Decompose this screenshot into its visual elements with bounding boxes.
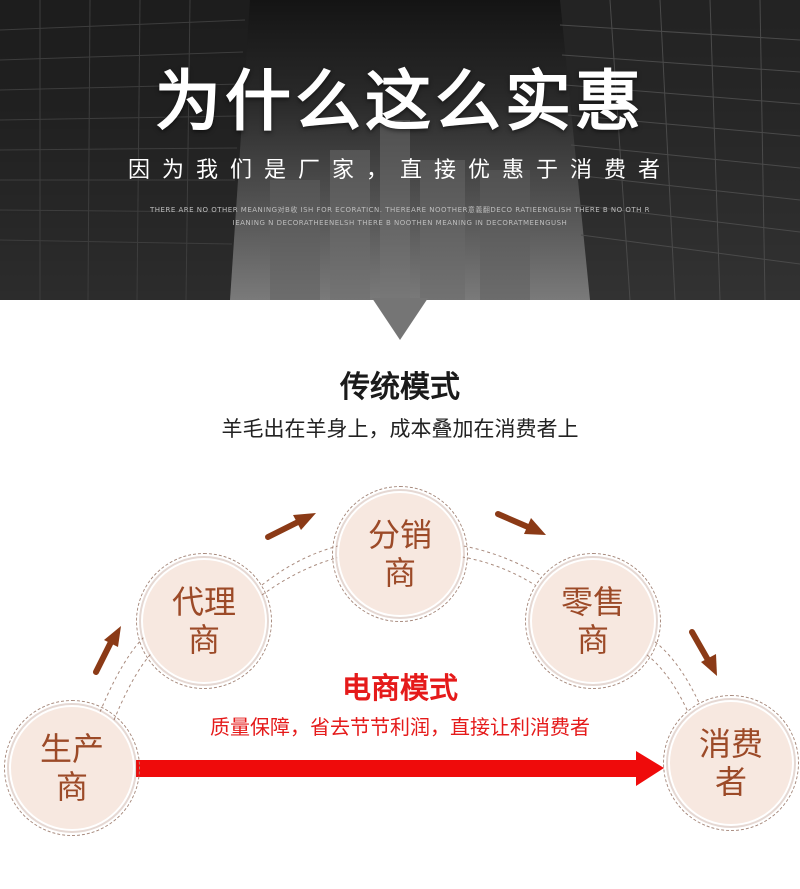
node-retailer-line1: 零售 (560, 583, 625, 621)
arrow-down-right (524, 518, 546, 535)
arc-segment-3 (457, 544, 541, 576)
page-title: 为什么这么实惠 (155, 63, 645, 140)
node-producer: 生产 商 (4, 700, 140, 836)
skyscraper-background-image (0, 0, 800, 300)
fineprint-line-2: IEANING N DECORATHEENELSH THERE B NOOTHE… (232, 219, 568, 227)
traditional-model-subtitle: 羊毛出在羊身上，成本叠加在消费者上 (221, 417, 579, 441)
node-consumer-line2: 者 (714, 763, 747, 801)
arc-segment-3b (455, 555, 536, 586)
page-subtitle: 因为我们是厂家，直接优惠于消费者 (127, 158, 672, 183)
node-distributor-line2: 商 (383, 554, 416, 592)
node-agent-line1: 代理 (171, 583, 236, 621)
node-consumer: 消费 者 (663, 695, 799, 831)
arrow-up-left (104, 626, 121, 647)
node-distributor-line1: 分销 (367, 516, 432, 554)
node-distributor: 分销 商 (332, 486, 468, 622)
node-retailer: 零售 商 (525, 553, 661, 689)
node-agent-line2: 商 (187, 621, 220, 659)
node-agent: 代理 商 (136, 553, 272, 689)
arrow-down-right-2 (701, 654, 717, 676)
red-arrow-head (636, 751, 664, 786)
arrow-up-right (293, 513, 316, 530)
arc-segment-2 (261, 544, 343, 586)
node-retailer-line2: 商 (576, 621, 609, 659)
node-producer-line2: 商 (55, 768, 88, 806)
red-arrow-shaft (136, 760, 638, 777)
header-banner: 为什么这么实惠 因为我们是厂家，直接优惠于消费者 THERE ARE NO OT… (0, 0, 800, 300)
down-pointer-notch (372, 298, 428, 340)
traditional-model-title: 传统模式 (340, 370, 460, 405)
ecommerce-model-title: 电商模式 (341, 671, 458, 705)
fineprint-line-1: THERE ARE NO OTHER MEANING对B收 ISH FOR EC… (150, 206, 650, 214)
decorative-fineprint: THERE ARE NO OTHER MEANING对B收 ISH FOR EC… (120, 204, 680, 230)
ecommerce-model-subtitle: 质量保障，省去节节利润，直接让利消费者 (210, 715, 590, 739)
arc-segment-1b (113, 637, 171, 721)
